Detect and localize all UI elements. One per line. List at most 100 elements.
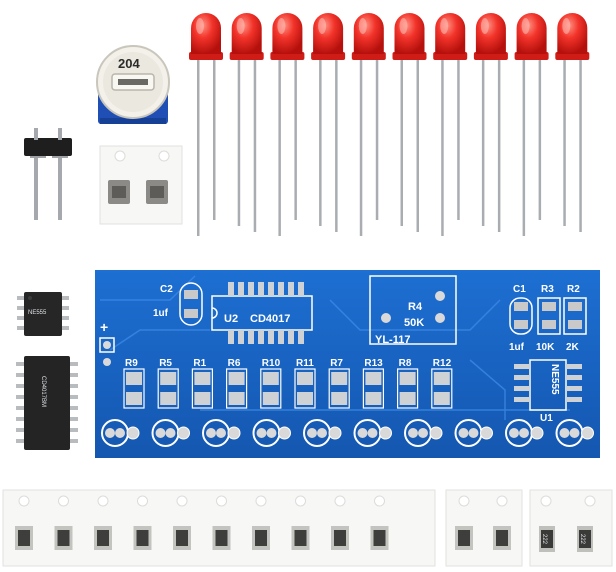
resistor-pad (297, 372, 313, 385)
resistor-pad (262, 392, 279, 405)
resistor-pad (126, 372, 142, 385)
smd-resistor-body (373, 530, 386, 546)
led-2 (229, 12, 264, 232)
smd-resistor-body (57, 530, 70, 546)
resistor-pad (160, 372, 177, 385)
smd-resistor-body (215, 530, 228, 546)
led-pad (206, 428, 216, 438)
tape-hole (295, 495, 306, 507)
pcb-c1-value: 1uf (509, 342, 525, 353)
tape-hole (374, 495, 385, 507)
resistor-outline (397, 368, 419, 409)
resistor-ref: R7 (330, 358, 343, 369)
smd-resistor-body (334, 530, 346, 546)
led-1 (189, 13, 223, 236)
smd-resistor-body (496, 530, 508, 546)
led-pad (530, 426, 544, 440)
resistor-pad (297, 392, 313, 405)
pcb-c2-ref: C2 (160, 284, 173, 295)
led-pad (367, 428, 378, 438)
resistor-outline (362, 368, 384, 409)
pin-header (24, 128, 72, 220)
pcb-ic-label: CD4017 (250, 313, 290, 325)
resistor-outline (191, 368, 213, 409)
smd-resistor-tape-long (2, 489, 436, 567)
resistor-ref: R11 (296, 358, 314, 369)
pcb-board-name: YL-117 (375, 334, 410, 346)
resistor-ref: R6 (228, 358, 241, 369)
resistor-outline (260, 368, 282, 409)
smd-resistor-body (255, 530, 267, 546)
svg-text:NE555: NE555 (28, 310, 47, 316)
led-pad (468, 428, 479, 438)
led-pad (581, 426, 594, 440)
led-pad (177, 426, 190, 440)
led-6 (392, 13, 427, 232)
led-pad (379, 426, 392, 440)
pcb-board: U2 CD4017 C2 1uf R4 50K YL-117 C1 R3 R2 … (95, 270, 600, 458)
led-pad (256, 428, 267, 438)
resistor-ref: R8 (399, 358, 412, 369)
led-pad (227, 426, 241, 440)
led-pad (418, 428, 428, 438)
pcb-r4-value: 50K (404, 317, 424, 329)
svg-text:CD4017BM: CD4017BM (40, 376, 46, 407)
resistor-pad (331, 392, 348, 405)
resistor-pad (126, 392, 142, 405)
smd-resistor-body (458, 530, 470, 546)
led-pad (307, 428, 317, 438)
resistor-pad (365, 372, 382, 385)
ic-cd4017-chip: CD4017BM (16, 356, 78, 450)
led-pad (155, 428, 166, 438)
led-pad (559, 428, 570, 438)
led-pad (429, 426, 443, 440)
smd-resistor-body (136, 530, 149, 546)
resistor-outline (123, 368, 145, 409)
led-pad (105, 428, 115, 438)
resistor-pad (228, 372, 245, 385)
tape-hole (458, 495, 470, 507)
led-row (189, 12, 590, 236)
smd-resistor-tape-short (445, 489, 523, 567)
resistor-pad (194, 392, 211, 405)
smd-resistor-body (176, 530, 188, 546)
pair-label-2: 222 (579, 534, 585, 545)
resistor-ref: R10 (262, 358, 281, 369)
tape-hole (58, 495, 69, 507)
led-pad (509, 428, 519, 438)
led-pad (408, 428, 418, 438)
resistor-outline (294, 368, 316, 409)
resistor-outline (157, 368, 179, 409)
led-pad (458, 428, 469, 438)
pcb-u2-ref: U2 (224, 313, 238, 325)
resistor-outline (431, 368, 453, 409)
resistor-ref: R13 (364, 358, 383, 369)
led-pad (216, 428, 226, 438)
smd-cap-pair (99, 145, 183, 225)
tape-hole (176, 495, 188, 507)
smd-resistor-body (18, 530, 30, 546)
resistor-pad (399, 392, 416, 405)
led-pad (328, 426, 342, 440)
tape-hole (334, 495, 346, 507)
resistor-ref: R9 (125, 358, 138, 369)
pcb-r3-value: 10K (536, 342, 555, 353)
led-pad (126, 426, 140, 440)
tape-hole (216, 495, 227, 507)
pot-label: 204 (118, 56, 140, 71)
ic-ne555-chip: NE555 (17, 292, 69, 336)
tape-hole (18, 495, 30, 507)
led-10 (555, 13, 590, 232)
resistor-outline (226, 368, 248, 409)
resistor-ref: R12 (433, 358, 452, 369)
led-pad (266, 428, 277, 438)
led-pad (278, 426, 291, 440)
resistor-pad (331, 372, 348, 385)
smd-resistor-tape-pair: 222 222 (529, 489, 613, 567)
led-7 (433, 13, 468, 236)
tape-hole (255, 495, 267, 507)
resistor-outline (328, 368, 350, 409)
resistor-pad (194, 372, 211, 385)
led-pad (480, 426, 493, 440)
pair-label-1: 222 (541, 534, 547, 545)
